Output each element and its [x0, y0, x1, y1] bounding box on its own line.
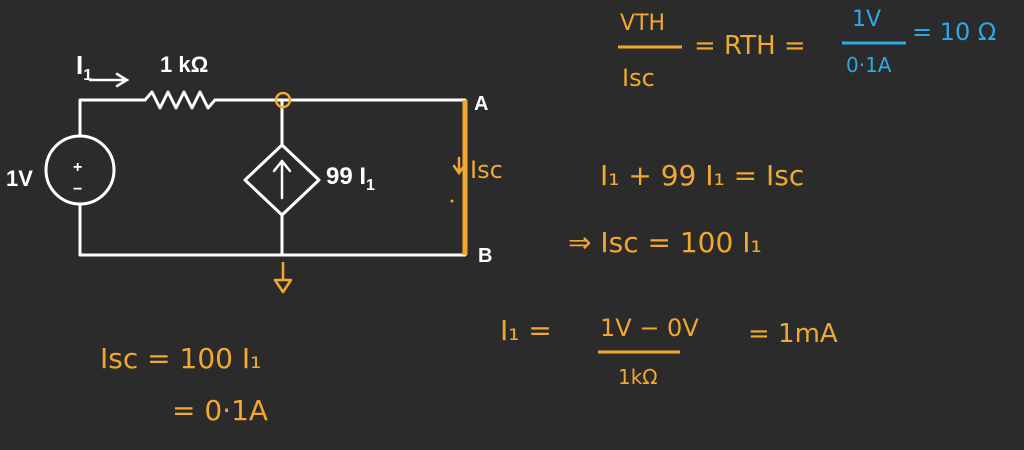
eq1-middle: = RTH = — [694, 31, 806, 61]
isc-label: Isc — [470, 156, 503, 184]
source-minus-sign: − — [73, 181, 82, 198]
dependent-source-label: 99 I1 — [326, 163, 375, 194]
equation-thevenin-resistance: VTH Isc = RTH = 1V 0·1A = 10 Ω — [618, 7, 996, 92]
ground-annotation — [273, 262, 293, 294]
dependent-source-arrow — [272, 159, 292, 200]
eq5-line1: Isc = 100 I₁ — [100, 342, 261, 375]
eq1-result: = 10 Ω — [912, 18, 996, 46]
equation-isc-value: Isc = 100 I₁ = 0·1A — [100, 342, 268, 427]
wire-left-lower — [78, 203, 467, 257]
eq4-lhs: I₁ = — [500, 314, 552, 347]
eq1-denominator: Isc — [622, 64, 655, 92]
source-voltage-label: 1V — [6, 166, 33, 191]
eq4-result: = 1mA — [748, 319, 838, 349]
resistor-label: 1 kΩ — [160, 52, 208, 77]
stray-dot — [450, 199, 454, 203]
isc-arrow — [452, 156, 466, 176]
eq5-line2: = 0·1A — [172, 394, 268, 427]
eq4-numerator: 1V − 0V — [600, 314, 699, 342]
dependent-current-source — [243, 143, 321, 217]
node-b-label: B — [478, 245, 492, 267]
equation-kcl: I₁ + 99 I₁ = Isc — [600, 159, 804, 192]
eq1-frac2-numerator: 1V — [852, 7, 881, 32]
node-a-label: A — [474, 93, 488, 115]
resistor-1k — [143, 90, 217, 110]
wire-top-left — [78, 98, 147, 137]
equation-isc-relation: ⇒ Isc = 100 I₁ — [568, 226, 762, 259]
eq1-numerator: VTH — [620, 11, 665, 36]
current-label: I1 — [76, 50, 92, 84]
node-circle-annotation — [274, 91, 292, 109]
source-plus-sign: + — [73, 159, 82, 176]
eq1-frac2-denominator: 0·1A — [846, 53, 892, 77]
voltage-source — [44, 134, 116, 206]
eq4-denominator: 1kΩ — [618, 365, 658, 389]
circuit-diagram — [44, 90, 467, 257]
current-arrow — [88, 72, 130, 88]
equation-i1: I₁ = 1V − 0V 1kΩ = 1mA — [500, 314, 838, 389]
